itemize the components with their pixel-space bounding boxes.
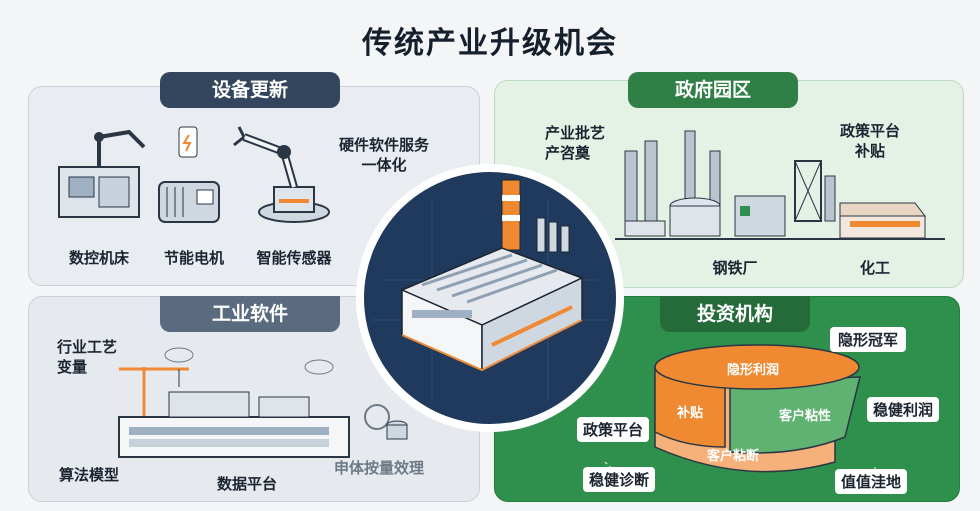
investment-heading: 投资机构 [660,296,810,332]
plant-steel: 钢铁厂 [712,259,758,277]
steel-plant-icon [624,130,786,237]
label-steady-profit: 稳健利润 [867,397,940,422]
cylinder-pie [654,344,861,473]
page-title: 传统产业升级机会 [362,26,618,61]
item-algorithm: 算法模型 [59,466,120,484]
cnc-machine-icon [58,129,146,218]
item-data-platform: 数据平台 [217,475,278,493]
center-factory-illustration [356,164,624,432]
center-chimney-icon [501,179,570,253]
item-sensor: 智能传感器 [256,249,332,267]
gov-park-illustration [615,130,945,240]
label-steady-diagnosis: 稳健诊断 [583,467,656,492]
software-illustration [118,347,408,458]
cloud-icon [164,347,334,375]
equipment-illustration [58,126,330,223]
gov-park-heading: 政府园区 [628,72,798,108]
gear-database-icon [364,404,408,440]
crane-icon [119,367,189,417]
equipment-panel: 硬件软件服务一体化 数控机床 节能电机 智能传感器 [28,86,480,286]
software-heading: 工业软件 [160,296,340,332]
segment-hidden-profit: 隐形利润 [727,363,780,378]
label-policy-platform: 政策平台 [577,417,650,442]
label-hidden-champion: 隐形冠军 [830,327,907,352]
label-value-lowland: 值值洼地 [835,469,908,494]
item-cnc: 数控机床 [68,249,129,267]
note-top: 行业工艺变量 [57,338,118,376]
segment-customer-break: 客户粘断 [707,449,760,464]
faded-note: 申体按量效理 [334,459,425,477]
chemical-plant-icon [794,160,927,239]
segment-subsidy: 补贴 [677,406,704,421]
segment-customer-stickiness: 客户粘性 [779,409,832,424]
factory-building-icon [118,391,350,458]
plant-chemical: 化工 [859,259,890,277]
note-right: 政策平台补贴 [840,122,901,160]
motor-icon [158,126,220,223]
center-factory-icon [400,247,584,372]
service-note: 硬件软件服务一体化 [339,136,430,174]
robot-arm-icon [233,126,330,223]
item-motor: 节能电机 [163,249,224,267]
investment-chart [604,344,876,483]
equipment-heading: 设备更新 [160,72,340,108]
note-left: 产业批艺产咨奠 [545,124,606,162]
